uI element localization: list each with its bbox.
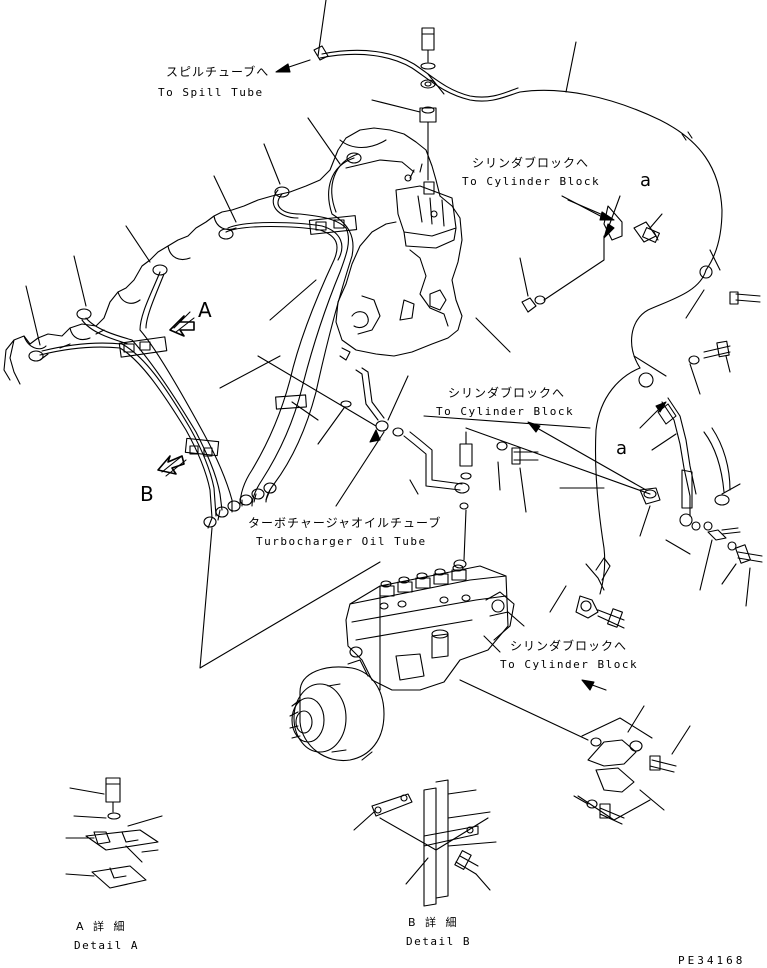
cylinder-block-label-1-en: To Cylinder Block (462, 175, 601, 188)
detail-a-illustration (66, 778, 162, 888)
cylinder-block-label-2-jp: シリンダブロックへ (448, 386, 566, 400)
part-leader-lines (26, 118, 408, 668)
cylinder-block-label-3-en: To Cylinder Block (500, 658, 639, 671)
spill-tube-label-jp: スピルチューブへ (166, 65, 270, 79)
fuel-injection-pump (290, 560, 588, 761)
detail-b-illustration (354, 780, 496, 906)
spill-tube (314, 0, 722, 270)
cylinder-block-return-line (466, 196, 762, 606)
tube-clamps (119, 216, 356, 456)
reference-mark-a-upper: a (640, 170, 652, 191)
direction-arrows (158, 60, 666, 690)
detail-b-title-jp: B 詳 細 (408, 916, 460, 929)
cylinder-block-label-2-en: To Cylinder Block (436, 405, 575, 418)
detail-a-title-jp: A 詳 細 (76, 920, 128, 933)
drawing-code: PE34168 (678, 954, 746, 967)
cylinder-block-label-1-jp: シリンダブロックへ (472, 156, 590, 170)
engine-block-outline (4, 128, 462, 384)
injector-nuts (29, 153, 361, 527)
turbocharger-oil-tube-label-jp: ターボチャージャオイルチューブ (248, 516, 442, 530)
detail-a-title-en: Detail A (74, 939, 139, 952)
turbocharger-oil-tube-label-en: Turbocharger Oil Tube (256, 535, 427, 548)
spill-tube-label-en: To Spill Tube (158, 86, 264, 99)
injection-tube-bundle (40, 154, 358, 528)
view-marker-b: B (140, 482, 154, 506)
detail-b-title-en: Detail B (406, 935, 471, 948)
cylinder-block-label-3-jp: シリンダブロックへ (510, 639, 628, 653)
reference-mark-a-lower: a (616, 438, 628, 459)
view-marker-a: A (198, 298, 212, 322)
lower-bracket (484, 558, 690, 824)
turbocharger-oil-tube (258, 356, 590, 560)
